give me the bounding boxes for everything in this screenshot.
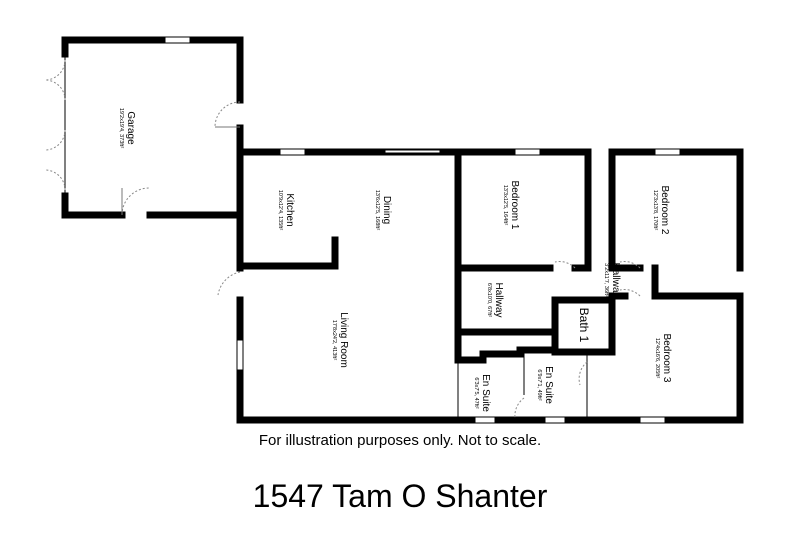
garage-doors xyxy=(121,101,241,216)
entry-door xyxy=(217,271,241,296)
room-dims: 13'6x12'5, 168ft² xyxy=(374,190,380,230)
french-doors xyxy=(44,59,66,191)
room-dims: 6'9x7'1, 49ft² xyxy=(536,369,542,400)
room-dims: 12'4x16'6, 205ft² xyxy=(654,338,660,378)
room-garage: Garage 19'2x19'4, 373ft² xyxy=(118,108,136,148)
room-name: Garage xyxy=(125,111,136,145)
room-hallway: Hallway 6'8x10'0, 67ft² xyxy=(486,282,504,317)
room-dims: 19'2x19'4, 373ft² xyxy=(118,108,124,148)
room-name: Kitchen xyxy=(284,193,295,226)
room-dims: 13'3x12'5, 164ft² xyxy=(502,185,508,225)
window xyxy=(279,148,306,156)
room-name: Living Room xyxy=(338,312,349,368)
window xyxy=(544,416,566,424)
room-dining: Dining 13'6x12'5, 168ft² xyxy=(374,190,392,230)
room-name: Bedroom 3 xyxy=(661,334,672,383)
window xyxy=(164,36,191,44)
room-dims: 6'8x10'0, 67ft² xyxy=(486,283,492,317)
room-name: Bedroom 2 xyxy=(659,186,670,235)
room-name: En Suite xyxy=(480,374,491,412)
window xyxy=(384,149,441,154)
garage-walls xyxy=(44,36,244,219)
room-name: Bedroom 1 xyxy=(509,181,520,230)
room-bedroom-3: Bedroom 3 12'4x16'6, 205ft² xyxy=(654,334,672,383)
room-name: En Suite xyxy=(543,366,554,404)
window xyxy=(514,148,541,156)
room-dims: 3'2x11'7, 36ft² xyxy=(603,263,609,297)
property-title: 1547 Tam O Shanter xyxy=(252,478,548,514)
room-bedroom-2: Bedroom 2 12'3x13'8, 170ft² xyxy=(652,186,670,235)
room-bedroom-1: Bedroom 1 13'3x12'5, 164ft² xyxy=(502,181,520,230)
room-en-suite-1: En Suite 6'3x7'5, 47ft² xyxy=(473,374,491,412)
window xyxy=(639,416,666,424)
room-dims: 17'8x24'2, 413ft² xyxy=(331,320,337,360)
room-name: Dining xyxy=(381,196,392,224)
window xyxy=(474,416,496,424)
window xyxy=(654,148,681,156)
room-bath-1: Bath 1 xyxy=(577,308,591,343)
house-walls xyxy=(217,148,744,424)
room-hallway-small: Hallway 3'2x11'7, 36ft² xyxy=(603,262,621,297)
room-name: Bath 1 xyxy=(577,308,591,343)
room-dims: 6'3x7'5, 47ft² xyxy=(473,377,479,408)
room-name: Hallway xyxy=(493,282,504,317)
room-kitchen: Kitchen 10'9x12'4, 135ft² xyxy=(277,190,295,230)
disclaimer-note: For illustration purposes only. Not to s… xyxy=(258,432,542,449)
window xyxy=(236,339,244,371)
room-dims: 12'3x13'8, 170ft² xyxy=(652,190,658,230)
room-living: Living Room 17'8x24'2, 413ft² xyxy=(331,312,349,368)
room-name: Hallway xyxy=(610,262,621,297)
room-en-suite-2: En Suite 6'9x7'1, 49ft² xyxy=(536,366,554,404)
room-dims: 10'9x12'4, 135ft² xyxy=(277,190,283,230)
